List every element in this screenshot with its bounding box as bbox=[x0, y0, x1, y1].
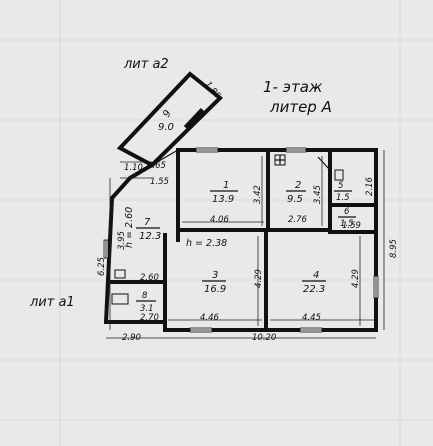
windows bbox=[103, 147, 379, 333]
dim-2-16: 2.16 bbox=[365, 176, 375, 196]
dim-1-55: 1.55 bbox=[150, 177, 169, 187]
height-main: h = 2.38 bbox=[186, 238, 227, 249]
dim-4-29-left: 4.29 bbox=[254, 269, 264, 288]
room-2-area: 9.5 bbox=[287, 194, 303, 205]
room-7-area: 12.3 bbox=[139, 231, 161, 242]
dim-2-60: 2.60 bbox=[140, 273, 159, 283]
dim-10-20: 10.20 bbox=[252, 333, 276, 343]
dim-4-29-right: 4.29 bbox=[351, 269, 361, 288]
dim-8-95: 8.95 bbox=[389, 239, 399, 258]
room-4-area: 22.3 bbox=[303, 284, 325, 295]
fixtures bbox=[111, 154, 344, 305]
room-1-number: 1 bbox=[223, 180, 229, 191]
dim-2-70: 2.70 bbox=[140, 313, 159, 323]
dim-1-65: 1.65 bbox=[147, 161, 166, 171]
room-2-number: 2 bbox=[295, 180, 301, 191]
room-6-number: 6 bbox=[344, 207, 350, 217]
room-8-number: 8 bbox=[142, 291, 148, 301]
dimension-lines bbox=[106, 150, 385, 339]
room-8-area: 3.1 bbox=[140, 304, 154, 314]
room-1-area: 13.9 bbox=[212, 194, 234, 205]
room-5-area: 1.5 bbox=[336, 193, 350, 203]
room-7-number: 7 bbox=[144, 217, 151, 228]
dim-4-46: 4.46 bbox=[200, 313, 220, 323]
dim-1-59: 1.59 bbox=[342, 221, 361, 231]
interior-walls bbox=[110, 148, 378, 332]
room-4-number: 4 bbox=[313, 270, 319, 281]
dim-6-25: 6.25 bbox=[97, 257, 107, 276]
room-6-area: 1.5 bbox=[340, 219, 354, 229]
dim-2-90: 2.90 bbox=[122, 333, 141, 343]
dim-2-76: 2.76 bbox=[288, 215, 308, 225]
dim-3-45: 3.45 bbox=[313, 185, 323, 204]
room-5-number: 5 bbox=[338, 181, 343, 191]
lit-a1-label: лит а1 bbox=[29, 295, 75, 310]
sink-icon bbox=[334, 169, 344, 181]
room-9-number: 9 bbox=[161, 108, 174, 119]
dim-3-42: 3.42 bbox=[253, 185, 263, 204]
room-9-area: 9.0 bbox=[158, 122, 174, 133]
bathtub-icon bbox=[111, 293, 129, 305]
room-labels: 1 13.9 2 9.5 3 16.9 4 22.3 5 1.5 6 1.5 7… bbox=[136, 108, 356, 314]
room-3-number: 3 bbox=[212, 270, 218, 281]
floor-title: 1- этаж bbox=[263, 78, 323, 96]
lit-a2-label: лит а2 bbox=[123, 57, 169, 72]
dim-1-10: 1.10 bbox=[124, 163, 143, 173]
dim-4-45: 4.45 bbox=[302, 313, 321, 323]
dim-4-06: 4.06 bbox=[210, 215, 230, 225]
height-annex: h = 2.60 bbox=[124, 207, 135, 248]
dim-3-95: 3.95 bbox=[117, 231, 127, 250]
boiler-icon bbox=[114, 269, 126, 279]
room-3-area: 16.9 bbox=[204, 284, 226, 295]
liter-title: литер А bbox=[269, 98, 332, 116]
